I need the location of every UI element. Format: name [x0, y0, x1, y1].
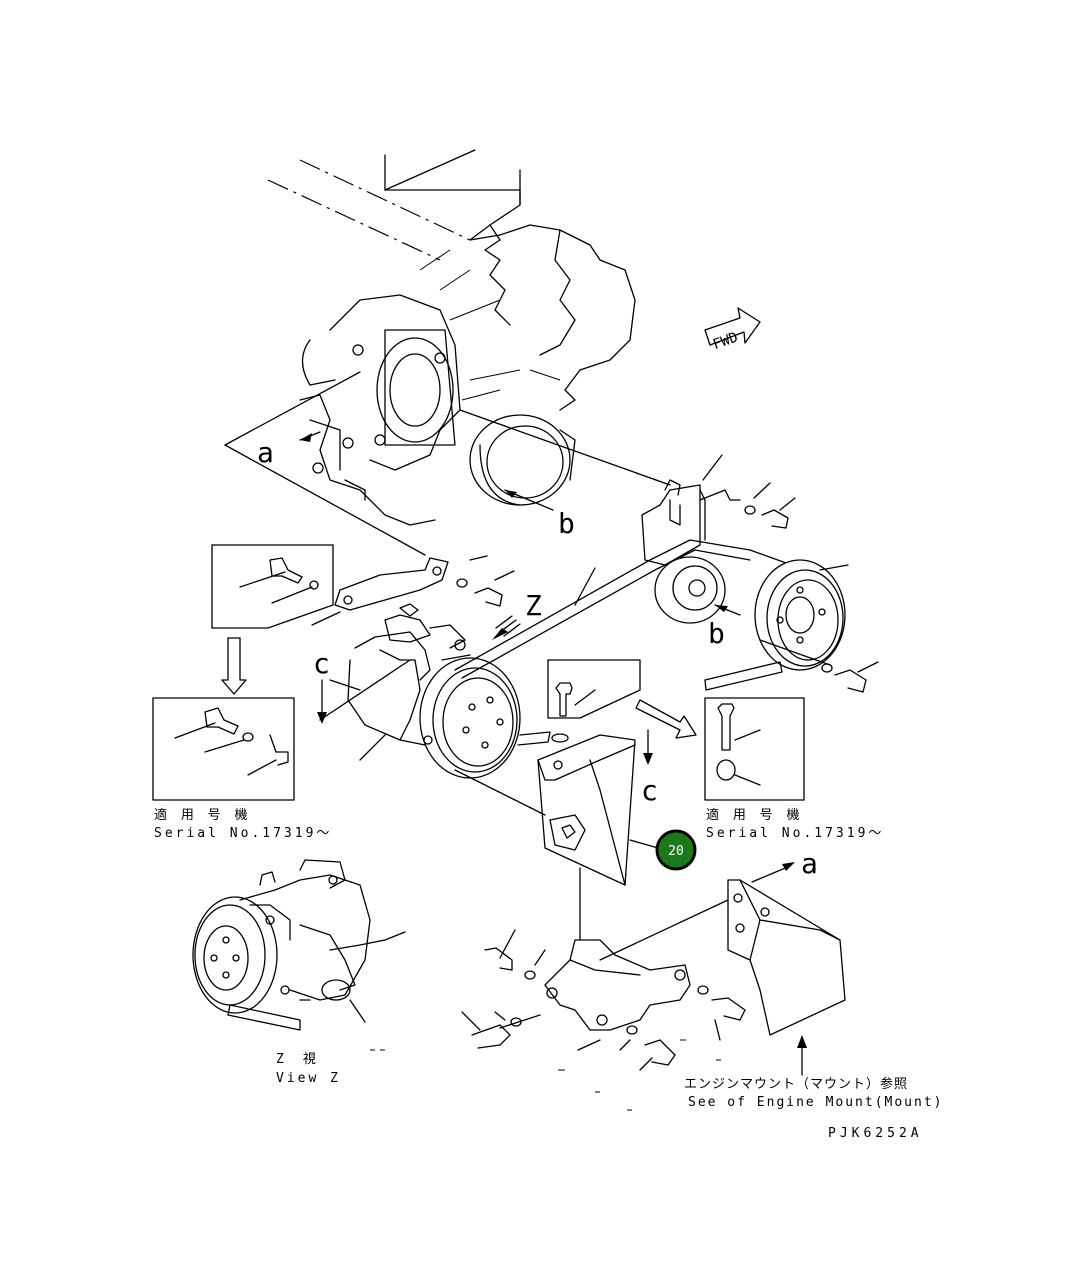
inset-box-lower: [152, 697, 295, 801]
label-a-left: a: [257, 436, 274, 469]
compressor-view-z: [192, 859, 406, 1031]
forward-arrow-icon: FWD: [704, 307, 761, 353]
engine-mount-note-en: See of Engine Mount(Mount): [688, 1095, 944, 1110]
label-c-right: c: [641, 774, 658, 807]
mounting-bracket: [311, 555, 515, 626]
right-arrow-icon: [635, 699, 697, 739]
compressor-bracket: [317, 679, 659, 941]
inset-box-right: [547, 659, 805, 801]
callout-20-button[interactable]: 20: [655, 829, 697, 871]
view-direction-arrow-icon: [492, 615, 521, 640]
serial-right-jp: 適 用 号 機: [706, 807, 802, 823]
tensioner-pulley: [641, 454, 796, 624]
serial-left-jp: 適 用 号 機: [154, 807, 250, 823]
engine-mount-bracket: [370, 899, 746, 1111]
view-z-en: View Z: [276, 1071, 341, 1086]
label-c-left: c: [313, 647, 330, 680]
label-b-pulley: b: [708, 617, 725, 650]
engine-mount: [727, 862, 846, 1076]
svg-text:FWD: FWD: [711, 329, 740, 353]
down-arrow-icon: [221, 637, 247, 695]
serial-left-en: Serial No.17319～: [154, 826, 332, 841]
label-b-upper: b: [558, 507, 575, 540]
engine-mount-note-jp: エンジンマウント（マウント）参照: [684, 1076, 908, 1092]
crank-pulley: [704, 559, 879, 693]
view-z-jp: Z 視: [276, 1052, 319, 1067]
inset-box-upper: [211, 544, 334, 629]
svg-text:20: 20: [668, 844, 684, 859]
label-a-lower: a: [801, 847, 818, 880]
drawing-code: PJK6252A: [828, 1126, 923, 1141]
serial-right-en: Serial No.17319～: [706, 826, 884, 841]
engine-block: [224, 149, 671, 556]
label-z: Z: [525, 589, 542, 622]
ac-compressor: [319, 603, 551, 816]
v-belt: [454, 539, 801, 679]
